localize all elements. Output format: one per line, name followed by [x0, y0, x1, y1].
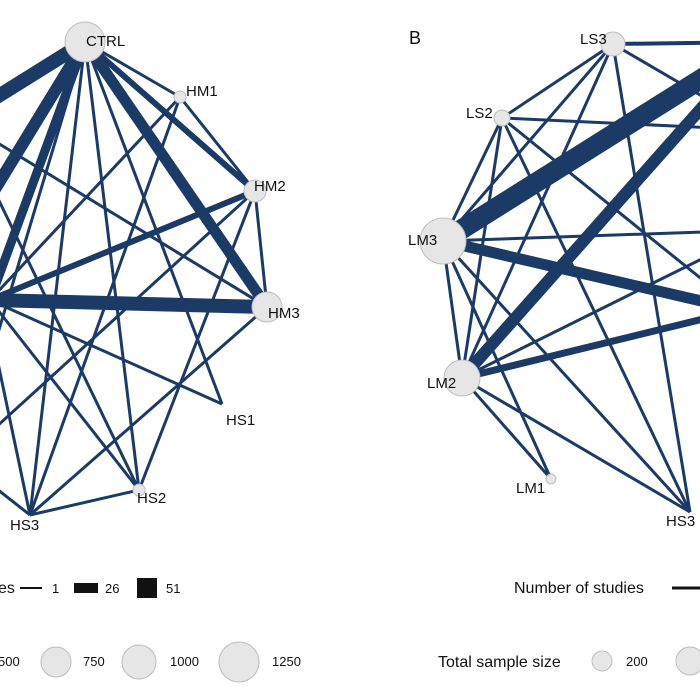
panel-b-node-label-lm3: LM3 — [408, 232, 437, 249]
panel-a-node-label-hs2: HS2 — [137, 490, 166, 507]
panel-b-node-label-lm2: LM2 — [427, 375, 456, 392]
panel-b-legend-size-circle-next — [675, 646, 700, 676]
panel-b-edge-ls3-lm3 — [441, 43, 615, 242]
panel-a-node-hm2 — [243, 179, 267, 203]
panel-a-edge-hs3-lx2 — [0, 365, 32, 516]
panel-b-node-ls3 — [600, 31, 626, 57]
panel-b-edge-lm3-rx1 — [437, 67, 700, 250]
panel-a-edge-hm3-hs3 — [29, 305, 268, 517]
legend-value-51: 51 — [166, 581, 180, 596]
panel-b-edges — [437, 40, 700, 514]
panel-a-edge-hs3-hs2 — [29, 488, 140, 517]
panel-a-edge-ctrl-lx3 — [0, 40, 90, 286]
panel-a-edge-hm2-lx3 — [0, 188, 257, 300]
legend-size-500: 500 — [0, 654, 20, 669]
panel-b-legend-studies-label: Number of studies — [514, 580, 644, 597]
panel-b-node-label-lm1: LM1 — [516, 480, 545, 497]
panel-b-edge-lm2-rx1 — [457, 100, 700, 382]
panel-b-edge-lm3-rx3 — [441, 235, 700, 307]
legend-size-circle-750 — [40, 646, 72, 678]
panel-a-node-label-hm2: HM2 — [254, 178, 286, 195]
panel-a-node-label-hm1: HM1 — [186, 83, 218, 100]
panel-a-edge-ctrl-hs2 — [83, 41, 141, 491]
panel-a-legend-studies: es 1 26 51 — [0, 578, 180, 598]
panel-b-legend-size-circle-200 — [591, 650, 613, 672]
panel-a-edges — [0, 36, 272, 517]
panel-b-edge-lm2-hs3 — [461, 376, 691, 514]
panel-b-legend-size-label: Total sample size — [438, 654, 561, 671]
panel-a-edge-ctrl-hs1 — [83, 41, 224, 405]
panel-a-edge-hm3-lx1 — [0, 142, 268, 309]
panel-a-edge-ctrl-hm3 — [80, 38, 272, 311]
panel-a-edge-ctrl-hm2 — [83, 39, 257, 194]
panel-a-edge-lx4-hs3 — [0, 489, 31, 517]
panel-a-edge-hs2-lx3 — [0, 310, 141, 491]
panel-b-node-label-hs3: HS3 — [666, 513, 695, 530]
panel-b-edge-lm3-hs3 — [441, 239, 692, 514]
legend-line-26 — [74, 583, 98, 593]
panel-a-edge-hm1-lx3 — [0, 95, 182, 292]
panel-b-edge-lm3-rx4 — [442, 230, 700, 243]
legend-size-1000: 1000 — [170, 654, 199, 669]
panel-a-node-label-ctrl: CTRL — [86, 33, 125, 50]
panel-a-node-ctrl — [64, 21, 106, 63]
panel-a-node-label-hs1: HS1 — [226, 412, 255, 429]
panel-a-edge-ctrl-hs3 — [28, 41, 87, 516]
panel-a-edge-hs1-lx3 — [0, 302, 223, 406]
panel-b-node-lm2 — [443, 359, 481, 397]
panel-a-edge-hm2-hm3 — [253, 190, 269, 308]
panel-b-edge-ls2-rx2 — [501, 116, 700, 129]
panel-b-edge-rx4-lm2 — [461, 258, 700, 380]
panel-b-legend-size: Total sample size 200 — [438, 646, 700, 676]
legend-size-1250: 1250 — [272, 654, 301, 669]
panel-a-legend-size: 500 750 1000 1250 — [0, 641, 301, 683]
panel-b-edge-lm2-rx3 — [461, 316, 700, 382]
panel-b-edge-ls2-rx3 — [501, 116, 700, 280]
panel-a-node-hm1 — [173, 90, 187, 104]
panel-a-legend-studies-label: es — [0, 580, 15, 597]
panel-b-node-label-ls3: LS3 — [580, 31, 607, 48]
legend-value-26: 26 — [105, 581, 119, 596]
panel-a-edge-hm2-hs2 — [137, 190, 257, 491]
panel-a-edge-lx1-hs2 — [0, 199, 141, 491]
legend-size-circle-1250 — [218, 641, 260, 683]
panel-b-node-ls2 — [493, 109, 511, 127]
panel-b-edge-ls3-rx1 — [612, 40, 700, 46]
panel-a-node-label-hm3: HM3 — [268, 305, 300, 322]
panel-a-edge-ctrl-lx2 — [0, 38, 91, 193]
panel-a-edge-ctrl-lx1 — [0, 36, 89, 104]
panel-b-edge-ls3-lm2 — [460, 43, 615, 379]
panel-a-node-hs2 — [132, 483, 146, 497]
legend-size-circle-1000 — [121, 644, 157, 680]
panel-b-letter: B — [409, 28, 421, 48]
panel-b-node-label-ls2: LS2 — [466, 105, 493, 122]
panel-b-node-lm3 — [419, 217, 467, 265]
panel-a-edge-hm1-hm2 — [178, 96, 257, 192]
panel-b-legend-studies: Number of studies — [514, 580, 700, 597]
legend-size-750: 750 — [83, 654, 105, 669]
panel-a-node-label-hs3: HS3 — [10, 517, 39, 534]
panel-b-legend-size-200: 200 — [626, 654, 648, 669]
legend-value-1: 1 — [52, 581, 59, 596]
legend-line-51 — [137, 578, 157, 598]
panel-a-edge-hm3-lx3 — [0, 293, 268, 314]
panel-b-edge-lm2-lm1 — [460, 377, 553, 480]
panel-b-node-lm1 — [545, 473, 557, 485]
panel-b-edge-ls3-ls2 — [501, 42, 614, 120]
panel-a-node-hm3 — [251, 291, 283, 323]
